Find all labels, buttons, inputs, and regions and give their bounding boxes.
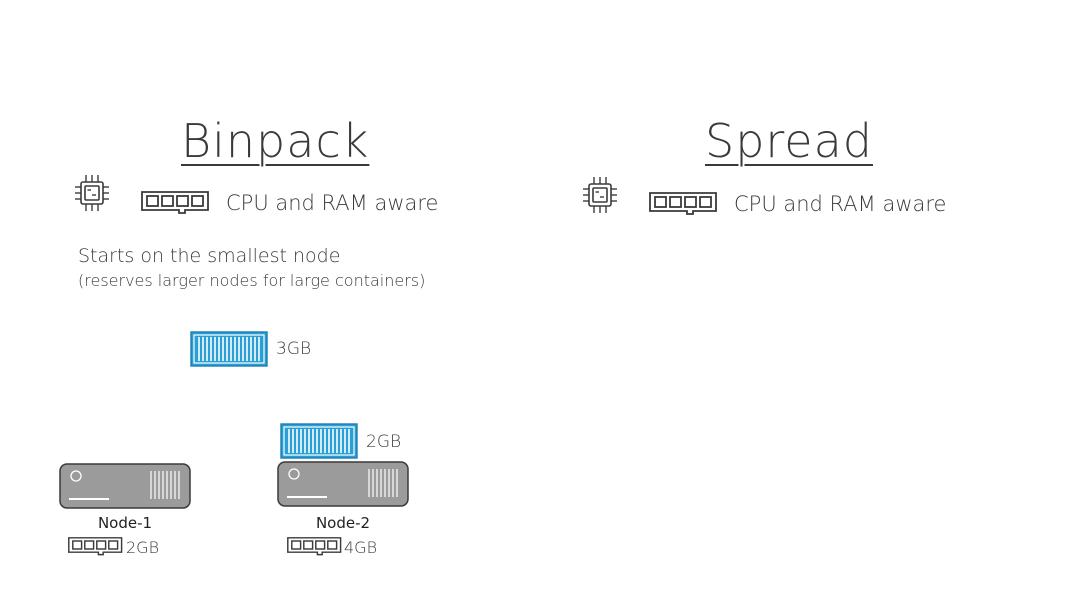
binpack-aware-text: CPU and RAM aware [226,191,439,215]
node-1-name: Node-1 [97,514,153,532]
node-2-container-size: 2GB [366,432,402,452]
cpu-chip-icon [75,175,110,212]
node-1-memory: 2GB [126,538,160,557]
binpack-description-note: (reserves larger nodes for large contain… [78,271,426,290]
spread-aware-text: CPU and RAM aware [734,192,947,216]
pending-container-size: 3GB [276,339,312,359]
ram-module-icon [141,191,209,214]
ram-module-icon [649,192,717,215]
server-node-icon [277,461,409,507]
shipping-container-icon [280,423,358,459]
cpu-chip-icon [583,177,618,214]
server-node-icon [59,463,191,509]
node-2-memory: 4GB [344,538,378,557]
binpack-title: Binpack [181,114,370,168]
shipping-container-icon [190,331,268,367]
binpack-description: Starts on the smallest node [78,245,341,267]
spread-title: Spread [705,114,873,168]
node-2-name: Node-2 [315,514,371,532]
